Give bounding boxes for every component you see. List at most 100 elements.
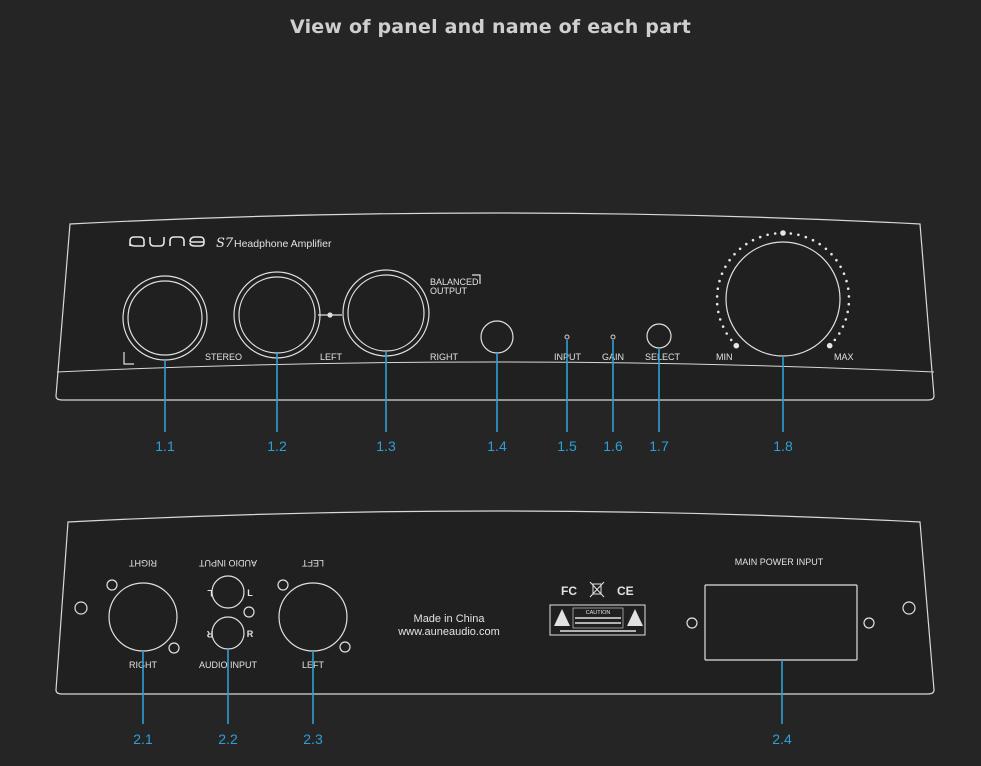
volume-scale-dot: [818, 242, 821, 246]
balanced-output-label-1: BALANCED: [430, 277, 479, 287]
volume-scale-dot: [838, 332, 841, 335]
volume-scale-dot: [745, 242, 748, 246]
callout-2-3: 2.3: [303, 731, 323, 747]
volume-scale-dot: [789, 232, 793, 235]
select-label: SELECT: [645, 352, 681, 362]
l-label-mirrored: L: [207, 588, 213, 598]
aune-logo: [129, 236, 205, 247]
front-panel-outline: [55, 212, 935, 401]
power-socket-screw-right: [863, 617, 875, 629]
volume-scale-dot: [839, 265, 842, 269]
power-socket-screw-left: [686, 617, 698, 629]
callout-1-7: 1.7: [649, 438, 669, 454]
min-label: MIN: [716, 352, 733, 362]
gain-led-icon: [610, 334, 616, 340]
made-in-label: Made in China: [414, 613, 486, 625]
volume-scale-dot: [728, 258, 731, 262]
callout-1-5: 1.5: [557, 438, 577, 454]
volume-scale-dot: [720, 272, 724, 276]
volume-scale-dot: [751, 238, 755, 242]
left-label: LEFT: [320, 352, 343, 362]
screw-hole-right: [902, 601, 916, 615]
balanced-output-label-2: OUTPUT: [430, 286, 468, 296]
balanced-link-dot: [327, 312, 333, 318]
volume-scale-dot: [841, 325, 845, 328]
volume-scale-dot: [835, 258, 838, 262]
bracket-mark-right: [472, 274, 481, 284]
volume-scale-dot: [715, 295, 719, 298]
callout-1-1: 1.1: [155, 438, 175, 454]
callout-2-4: 2.4: [772, 731, 792, 747]
weee-bin-icon: [589, 581, 605, 598]
website-label: www.auneaudio.com: [397, 626, 500, 638]
volume-scale-dot: [845, 279, 848, 283]
rear-panel-outline: [55, 510, 935, 695]
warning-triangle-icon-left: [554, 609, 570, 626]
callout-1-8: 1.8: [773, 438, 793, 454]
volume-scale-dot: [844, 318, 848, 321]
front-panel: S7 Headphone Amplifier STEREO LEFT RIGHT…: [55, 212, 935, 454]
volume-scale-dot: [721, 325, 725, 328]
input-led-icon: [564, 334, 570, 340]
volume-scale-dot: [847, 295, 851, 298]
volume-scale-dot: [715, 302, 719, 306]
volume-scale-dot: [733, 342, 740, 349]
product-name: Headphone Amplifier: [234, 238, 332, 250]
callout-1-6: 1.6: [603, 438, 623, 454]
rca-left-input[interactable]: [211, 575, 245, 609]
volume-scale-dot: [716, 287, 720, 291]
callout-1-2: 1.2: [267, 438, 287, 454]
xlr-right-screw-bottom: [168, 642, 180, 654]
volume-scale-dot: [738, 247, 742, 251]
volume-scale-dot: [718, 318, 722, 321]
callout-2-2: 2.2: [218, 731, 238, 747]
caution-text: CAUTION: [586, 610, 611, 616]
max-label: MAX: [834, 352, 854, 362]
volume-scale-dot: [773, 232, 777, 235]
fcc-mark: FC: [561, 584, 577, 598]
volume-scale-dot: [725, 332, 728, 335]
ce-mark: CE: [617, 584, 634, 598]
volume-scale-dot: [729, 338, 733, 342]
stereo-label: STEREO: [205, 352, 242, 362]
caution-label: CAUTION: [549, 604, 646, 636]
volume-scale-dot: [717, 310, 720, 314]
screw-hole-left: [74, 601, 88, 615]
volume-scale-dot: [811, 238, 815, 242]
xlr-left-screw-top: [277, 579, 289, 591]
volume-scale-dot: [826, 342, 833, 349]
volume-scale-dot: [718, 279, 721, 283]
right-label: RIGHT: [430, 352, 459, 362]
bracket-mark-left: [123, 352, 134, 365]
l-label: L: [247, 588, 253, 598]
callout-1-4: 1.4: [487, 438, 507, 454]
warning-triangle-icon-right: [627, 609, 643, 626]
volume-scale-dot: [824, 247, 828, 251]
rca-screw: [243, 606, 255, 618]
volume-scale-dot: [780, 230, 786, 236]
volume-scale-dot: [846, 310, 849, 314]
right-label-mirrored: RIGHT: [129, 558, 158, 568]
rear-panel: RIGHT RIGHT L L R R AUDIO INPUT AUDIO IN…: [55, 510, 935, 747]
main-power-socket[interactable]: [704, 584, 858, 661]
volume-scale-dot: [797, 233, 800, 237]
volume-scale-dot: [830, 252, 833, 256]
callout-1-3: 1.3: [376, 438, 396, 454]
main-power-label: MAIN POWER INPUT: [735, 557, 824, 567]
volume-scale-dot: [846, 287, 850, 291]
audio-input-label-mirrored: AUDIO INPUT: [199, 558, 258, 568]
volume-scale-dot: [758, 235, 762, 239]
callout-2-1: 2.1: [133, 731, 153, 747]
volume-scale-dots: [715, 230, 851, 349]
stereo-jack[interactable]: [127, 280, 203, 356]
volume-scale-dot: [847, 302, 851, 306]
xlr-right-screw-top: [106, 579, 118, 591]
front-panel-bevel-line: [56, 361, 935, 373]
volume-scale-dot: [766, 233, 769, 237]
r-label: R: [247, 629, 254, 639]
volume-scale-dot: [804, 235, 808, 239]
volume-scale-dot: [833, 338, 837, 342]
left-label-mirrored: LEFT: [302, 558, 325, 568]
model-name: S7: [216, 236, 234, 251]
